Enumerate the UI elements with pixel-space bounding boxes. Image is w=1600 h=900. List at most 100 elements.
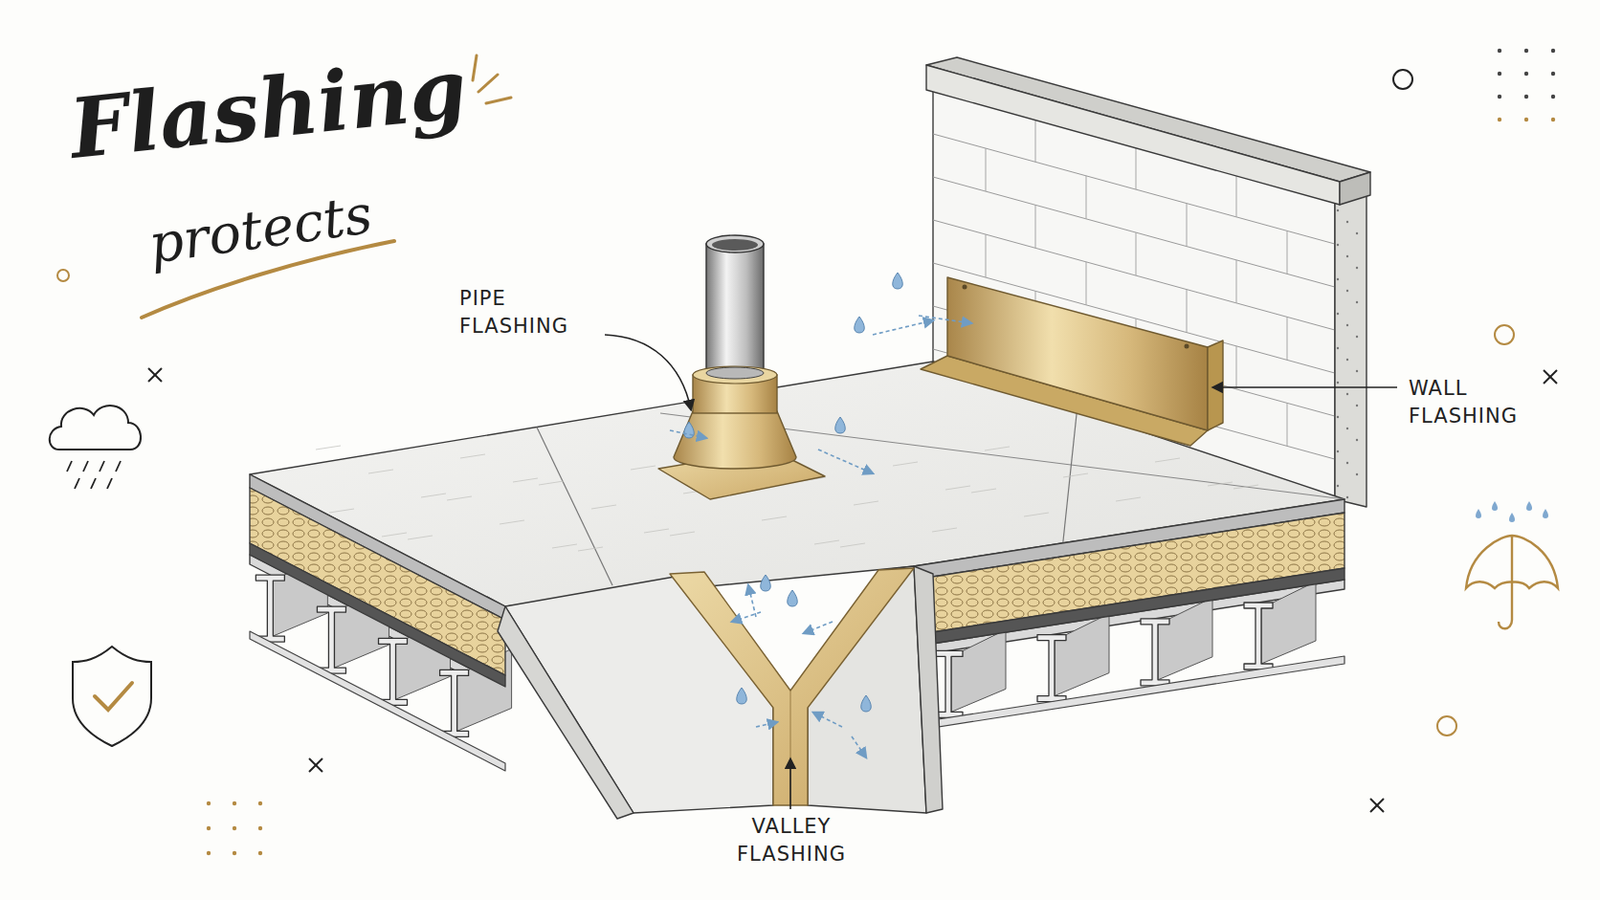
concrete-speck <box>1336 347 1339 350</box>
brick-joint <box>1086 262 1088 306</box>
membrane-texture <box>892 462 918 467</box>
dot-grid <box>1551 48 1556 53</box>
brick-joint <box>1135 146 1137 190</box>
i-beam <box>440 669 469 737</box>
flow-arrow <box>872 320 934 335</box>
beam-web <box>1261 581 1316 665</box>
brick-joint <box>1035 118 1037 162</box>
flashing-upstand <box>947 277 1208 431</box>
rain-drop-icon <box>1509 512 1515 523</box>
concrete-speck <box>1336 209 1339 212</box>
callout-label: PIPE FLASHING <box>459 285 594 342</box>
pipe-shaft <box>706 244 764 383</box>
concrete-speck <box>1355 370 1358 373</box>
dot-grid <box>1497 94 1502 99</box>
vent-pipe <box>658 235 825 500</box>
concrete-speck <box>1355 473 1358 476</box>
membrane-texture <box>512 478 538 483</box>
membrane-texture <box>368 469 394 474</box>
fastener <box>962 285 968 290</box>
rain-cloud <box>49 405 141 450</box>
valley <box>497 566 943 820</box>
membrane-texture <box>945 486 971 490</box>
leader-lines <box>604 334 1398 810</box>
vapor-layer <box>249 543 506 688</box>
membrane-texture <box>630 466 656 470</box>
wall-coping-end <box>1339 172 1371 205</box>
concrete-speck <box>1355 335 1358 338</box>
flow-arrow <box>851 736 867 758</box>
flow-arrow <box>748 585 756 618</box>
rain-stroke <box>115 461 121 472</box>
concrete-speck <box>1346 255 1349 258</box>
rain-stroke <box>66 461 72 472</box>
cross-ornament <box>309 758 323 773</box>
valley-flashing <box>669 568 914 806</box>
membrane-texture <box>1063 473 1089 478</box>
concrete-speck <box>1336 450 1339 453</box>
umbrella-icon <box>1466 535 1558 629</box>
brick-joint <box>1135 232 1137 276</box>
membrane-texture <box>421 493 446 498</box>
membrane-texture <box>329 509 355 513</box>
concrete-speck <box>1346 393 1349 396</box>
beam-web <box>951 629 1006 712</box>
brick-joint <box>985 234 987 278</box>
membrane-texture <box>446 496 472 501</box>
membrane-texture <box>971 488 997 493</box>
slab-section <box>913 499 1345 647</box>
dot-grid <box>232 826 237 831</box>
dot-grid <box>1524 94 1529 99</box>
insulation-layer <box>913 512 1345 636</box>
ring-ornament <box>1437 716 1457 736</box>
dot-grid <box>258 826 263 831</box>
dot-grid <box>1524 117 1529 122</box>
i-beam <box>1037 635 1067 703</box>
dot-grid <box>1524 71 1529 76</box>
ring-ornament <box>1494 325 1514 345</box>
concrete-speck <box>1336 278 1339 281</box>
brick-joint <box>1287 316 1289 360</box>
concrete-speck <box>1355 266 1358 269</box>
membrane-texture <box>669 532 695 536</box>
slab-chamfer <box>497 606 634 820</box>
dot-grid <box>1497 117 1502 122</box>
dot-grid <box>206 801 211 806</box>
brick-joint <box>1186 203 1188 247</box>
dot-grid <box>206 851 211 856</box>
concrete-speck <box>1336 244 1339 246</box>
membrane-texture <box>814 540 840 545</box>
i-beam <box>1140 619 1170 687</box>
concrete-speck <box>1336 485 1339 488</box>
water-drop <box>892 272 904 289</box>
check-mark <box>94 683 133 711</box>
brick-joint <box>1236 346 1238 390</box>
ring-ornament <box>57 269 69 282</box>
membrane-seam <box>1062 409 1078 551</box>
membrane-texture <box>1155 458 1180 463</box>
brick-joint <box>1186 289 1188 334</box>
decorations <box>49 48 1558 856</box>
dot-grid <box>258 801 263 806</box>
concrete-speck <box>1346 324 1349 327</box>
callout-label: VALLEY FLASHING <box>719 813 864 870</box>
concrete-speck <box>1355 301 1358 304</box>
concrete-speck <box>1355 439 1358 442</box>
dot-grid <box>232 801 237 806</box>
brick-joint <box>1287 402 1289 446</box>
brick-joint <box>1236 260 1238 304</box>
dot-grid <box>1497 48 1502 53</box>
flow-arrow <box>732 612 761 623</box>
rain-drop-icon <box>1542 509 1549 519</box>
membrane-texture <box>407 535 433 540</box>
membrane-texture <box>1115 497 1141 502</box>
cross-ornament <box>1370 799 1384 813</box>
pipe-bore <box>711 239 758 251</box>
ring-ornament <box>1393 69 1413 89</box>
membrane-texture <box>577 547 603 552</box>
sparkle-stroke <box>478 74 498 92</box>
dot-grid <box>258 851 263 856</box>
water-drop <box>835 417 846 434</box>
concrete-speck <box>1346 289 1349 292</box>
